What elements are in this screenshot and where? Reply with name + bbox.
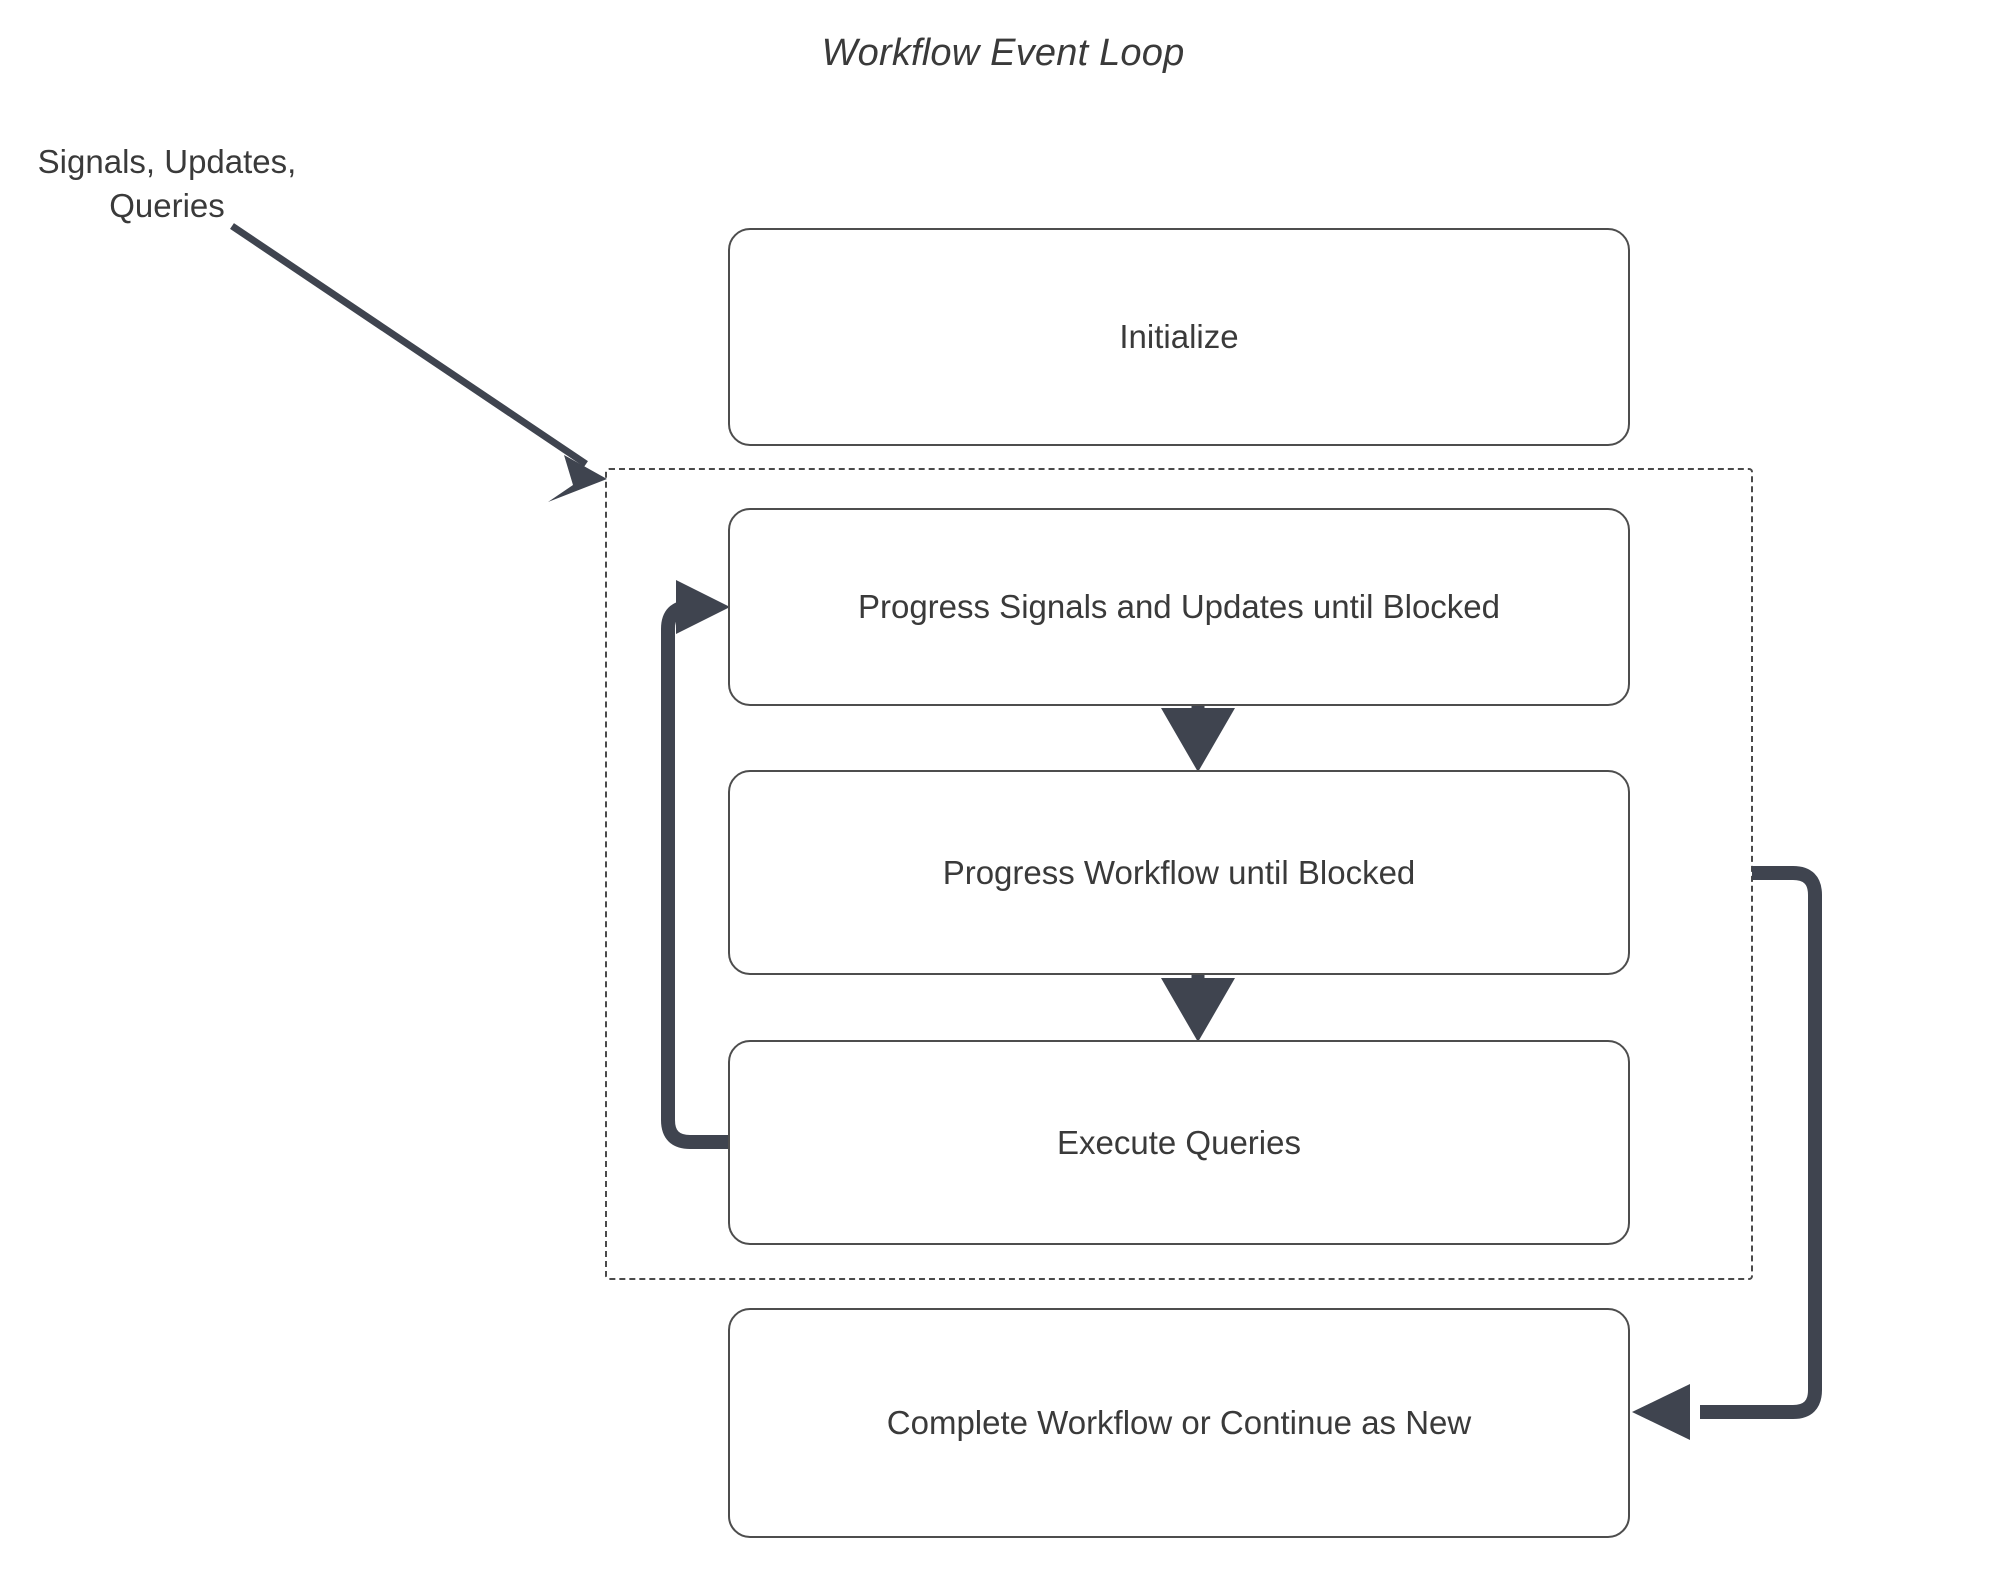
edge-external-to-loop bbox=[230, 223, 607, 502]
diagram-title: Workflow Event Loop bbox=[821, 32, 1185, 74]
node-initialize-label: Initialize bbox=[1119, 318, 1239, 355]
node-progress-signals[interactable]: Progress Signals and Updates until Block… bbox=[728, 508, 1630, 706]
node-progress-signals-label: Progress Signals and Updates until Block… bbox=[857, 588, 1501, 625]
node-progress-workflow-label: Progress Workflow until Blocked bbox=[942, 853, 1416, 891]
node-progress-workflow[interactable]: Progress Workflow until Blocked bbox=[728, 770, 1630, 975]
node-execute-queries[interactable]: Execute Queries bbox=[728, 1040, 1630, 1245]
external-input-label: Signals, Updates, Queries bbox=[37, 143, 297, 224]
node-complete-workflow[interactable]: Complete Workflow or Continue as New bbox=[728, 1308, 1630, 1538]
node-execute-queries-label: Execute Queries bbox=[1057, 1123, 1301, 1161]
node-complete-workflow-label: Complete Workflow or Continue as New bbox=[886, 1404, 1472, 1441]
node-initialize[interactable]: Initialize bbox=[728, 228, 1630, 446]
